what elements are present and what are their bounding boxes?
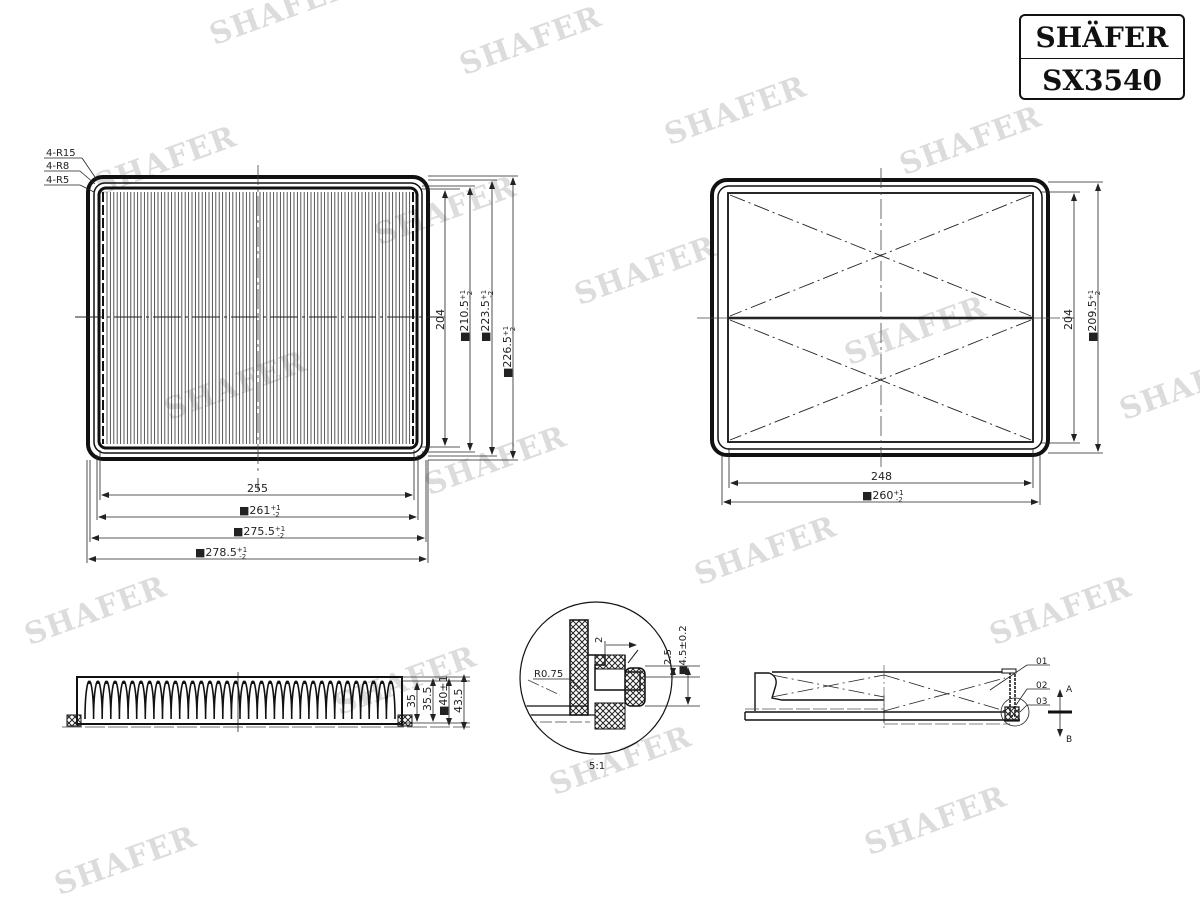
- section-view: 01 02 03 A B: [744, 657, 1073, 745]
- dim-height-209-5: ■209.5+1-2: [1086, 290, 1102, 342]
- dim-height-210-5: ■210.5+1-2: [458, 290, 474, 342]
- dim-35: 35: [405, 694, 418, 708]
- detail-view: 2 2.5 ■4.5±0.2 R0.75 5:1: [519, 601, 700, 772]
- dim-seal-2-5: 2.5: [663, 649, 674, 665]
- callout-03: 03: [1036, 697, 1047, 707]
- dim-width-278-5: ■278.5+1-2: [195, 546, 247, 561]
- bottom-view: 204 ■209.5+1-2 248 ■260+1-2: [697, 168, 1103, 505]
- detail-scale: 5:1: [589, 761, 605, 772]
- dim-height-204: 204: [434, 309, 447, 330]
- brand-title-block: SHÄFER SX3540: [1019, 14, 1185, 100]
- brand-name: SHÄFER: [1021, 16, 1183, 59]
- dim-width-260: ■260+1-2: [862, 489, 904, 504]
- part-number: SX3540: [1042, 63, 1162, 97]
- callout-01: 01: [1036, 657, 1047, 667]
- dim-width-255: 255: [247, 482, 268, 495]
- dim-height-204-bottom: 204: [1062, 309, 1075, 330]
- radius-label-r5: 4-R5: [46, 175, 69, 186]
- direction-b: B: [1066, 735, 1072, 745]
- dim-width-261: ■261+1-2: [239, 504, 281, 519]
- radius-r0-75: R0.75: [534, 669, 563, 680]
- dim-gap-2: 2: [594, 637, 605, 643]
- drawing-svg: 4-R15 4-R8 4-R5 204 ■210.5+1-2: [44, 148, 1103, 772]
- radius-label-r15: 4-R15: [46, 148, 76, 159]
- dim-width-248: 248: [871, 470, 892, 483]
- dim-seal-4-5: ■4.5±0.2: [678, 625, 689, 675]
- dim-height-226-5: ■226.5+1-2: [501, 326, 517, 378]
- top-view: 4-R15 4-R8 4-R5 204 ■210.5+1-2: [44, 148, 518, 563]
- radius-label-r8: 4-R8: [46, 161, 69, 172]
- side-view: 35 35.5 ■40±1 43.5: [62, 672, 470, 732]
- callout-02: 02: [1036, 681, 1047, 691]
- dim-35-5: 35.5: [421, 687, 434, 712]
- dim-width-275-5: ■275.5+1-2: [233, 525, 285, 540]
- dim-40: ■40±1: [437, 675, 450, 716]
- dim-43-5: 43.5: [452, 689, 465, 714]
- direction-a: A: [1066, 685, 1073, 695]
- dim-height-223-5: ■223.5+1-2: [479, 290, 495, 342]
